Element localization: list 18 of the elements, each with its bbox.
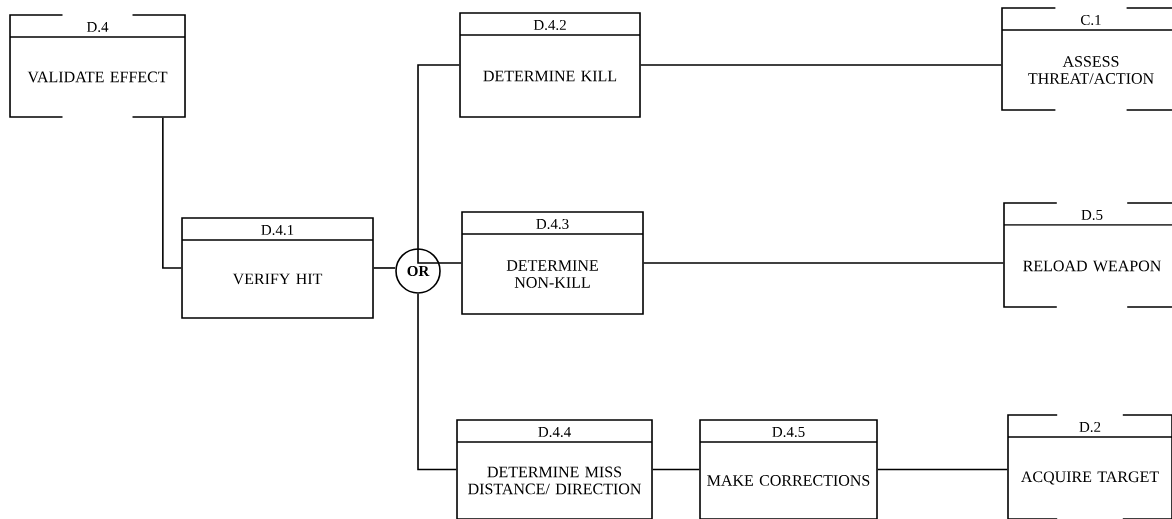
function-box: D.4.1 VERIFY HIT [181, 217, 374, 319]
connector-line [640, 64, 1002, 66]
connector-line [417, 64, 460, 249]
connector-line [373, 267, 396, 269]
function-box: D.4.3 DETERMINE NON-KILL [461, 211, 644, 315]
connector-line [643, 262, 1004, 264]
reference-box: D.2 ACQUIRE TARGET [1007, 414, 1172, 519]
function-box: D.4.5 MAKE CORRECTIONS [699, 419, 878, 519]
connector-line [652, 468, 700, 471]
connector-line [877, 468, 1008, 471]
reference-box: D.5 RELOAD WEAPON [1003, 202, 1172, 308]
function-box: D.4.4 DETERMINE MISS DISTANCE/ DIRECTION [456, 419, 653, 519]
reference-box: D.4 VALIDATE EFFECT [9, 14, 186, 118]
connector-line [162, 117, 182, 269]
connector-line [417, 247, 462, 264]
function-box: D.4.2 DETERMINE KILL [459, 12, 641, 118]
reference-box: C.1 ASSESS THREAT/ACTION [1001, 7, 1172, 111]
connector-line [417, 293, 457, 471]
